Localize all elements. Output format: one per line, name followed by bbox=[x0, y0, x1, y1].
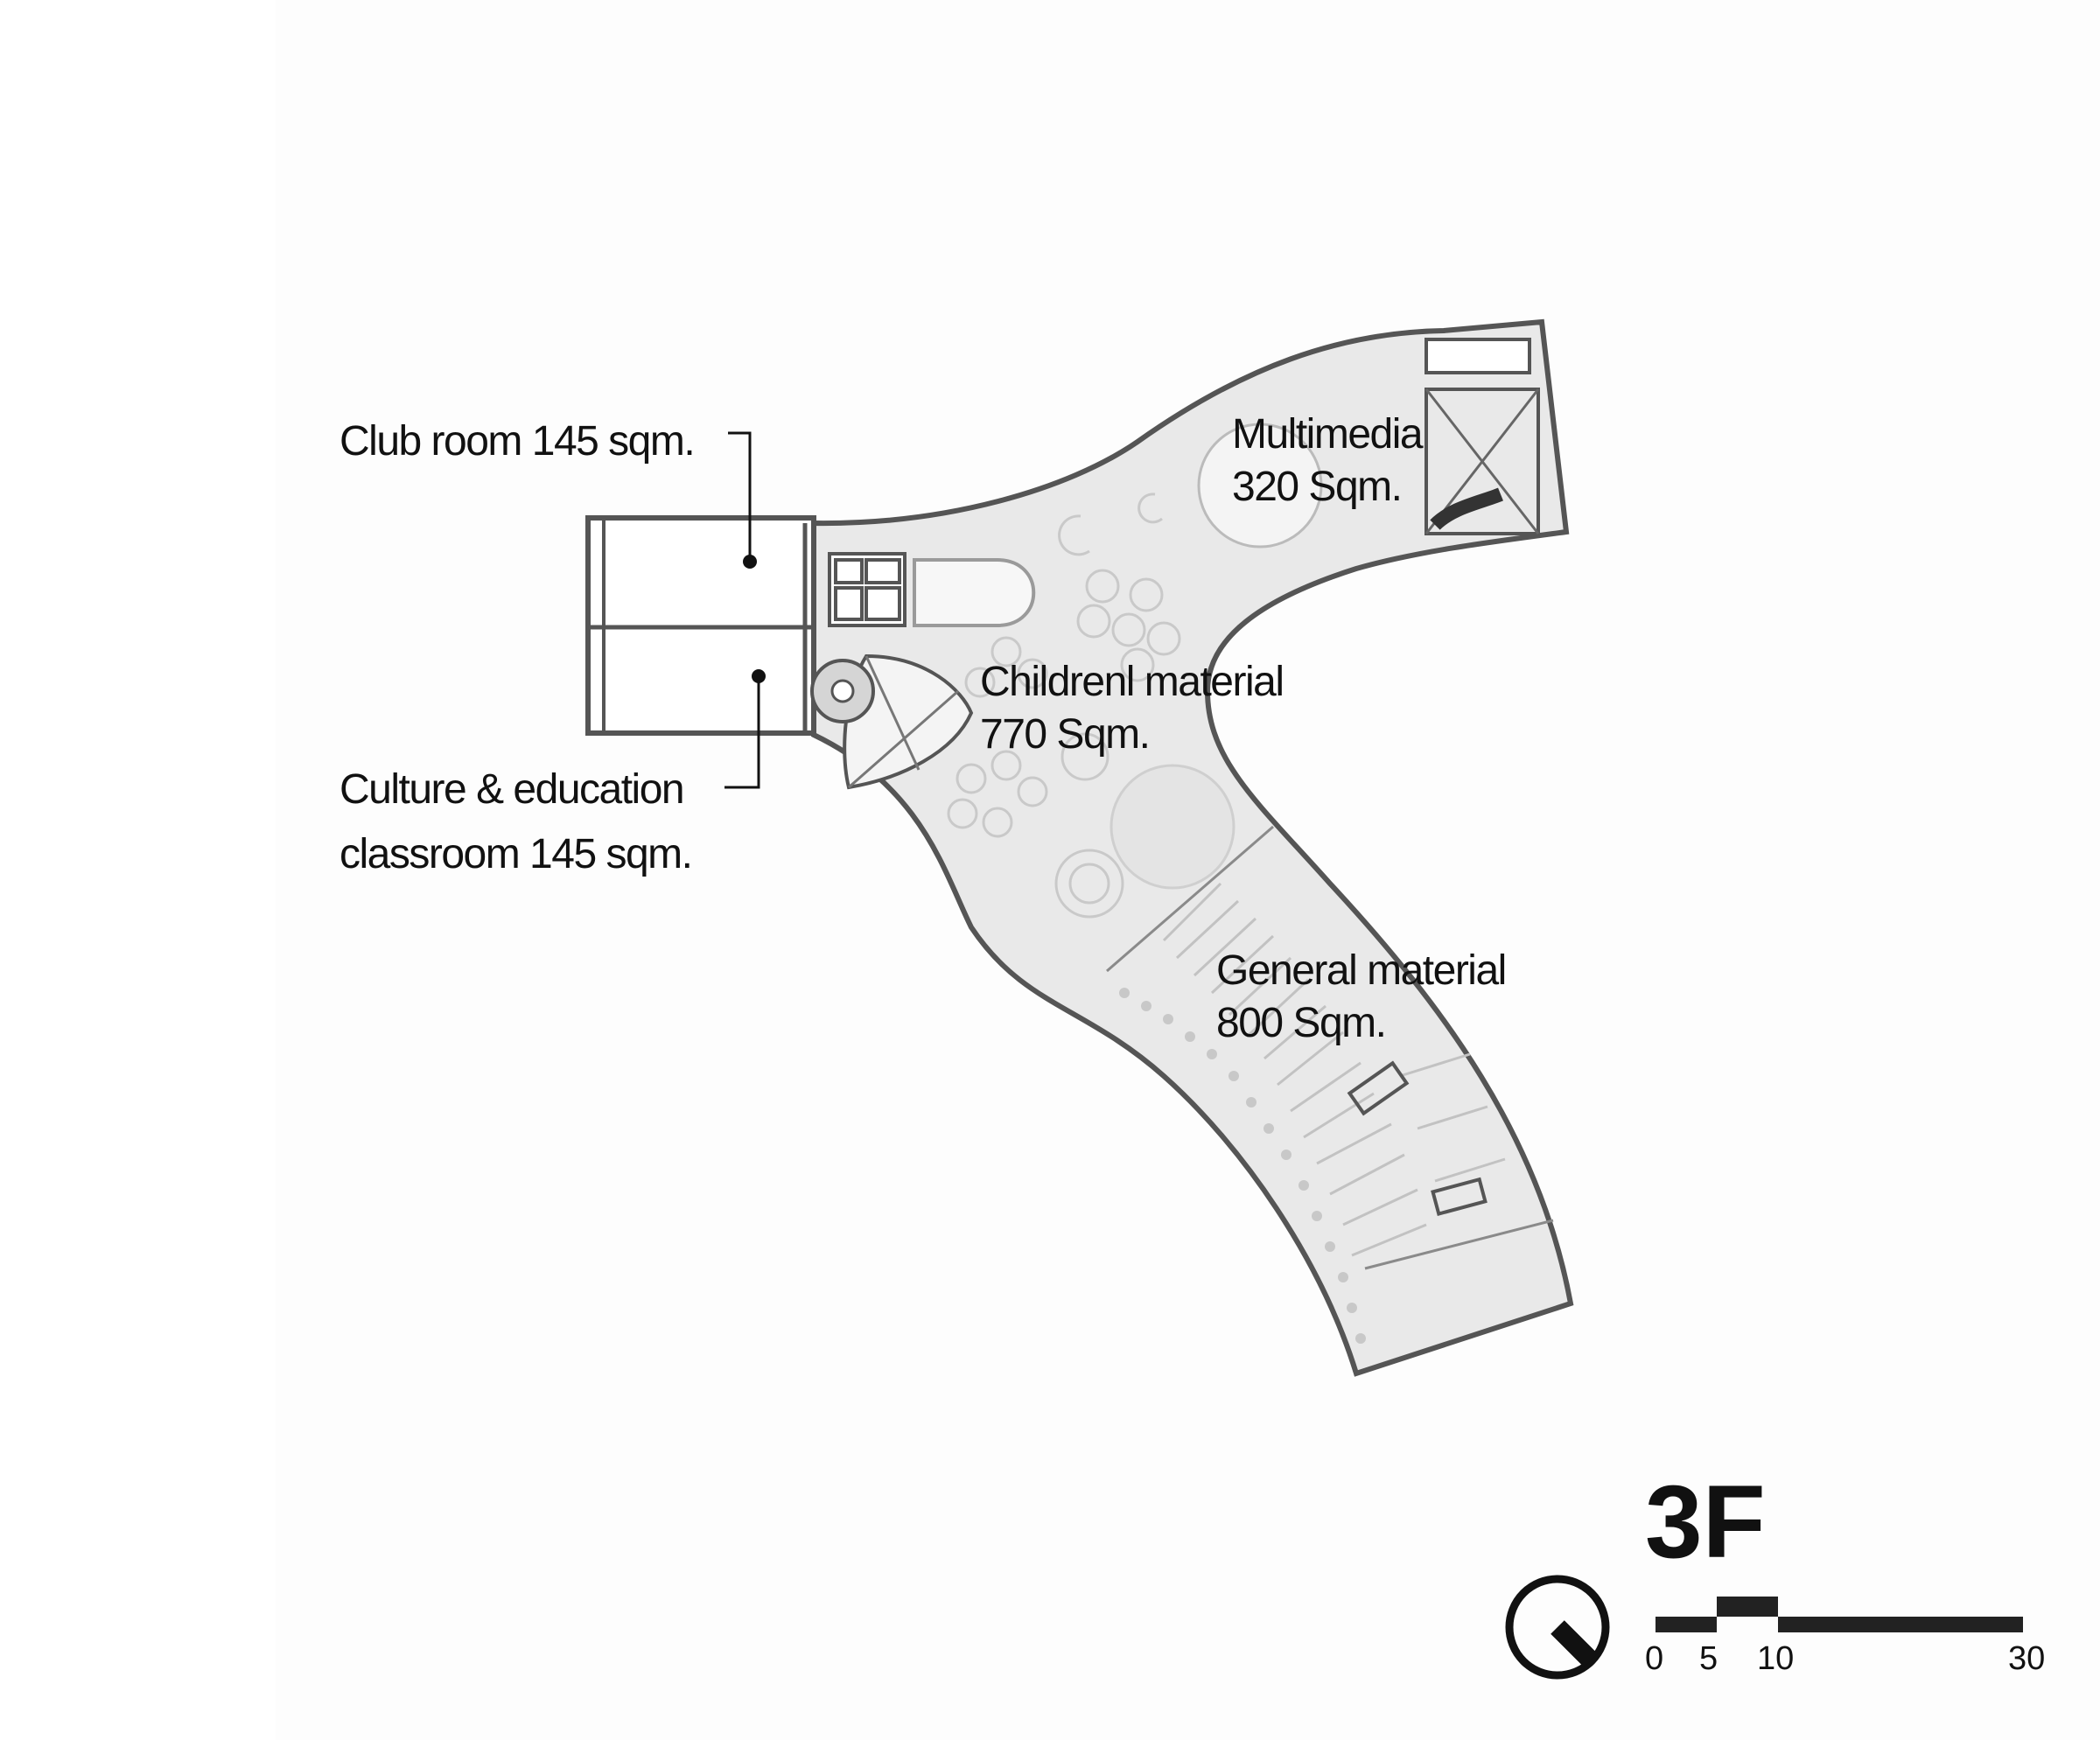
label-children-line1: Childrenl material bbox=[980, 659, 1283, 705]
label-general-line2: 800 Sqm. bbox=[1216, 1000, 1385, 1046]
ne-stair bbox=[1430, 487, 1503, 530]
scale-tick-0: 0 bbox=[1645, 1640, 1663, 1677]
label-multimedia-line1: Multimedia bbox=[1232, 411, 1424, 458]
scale-tick-5: 5 bbox=[1699, 1640, 1718, 1677]
label-culture-line1: Culture & education bbox=[340, 766, 683, 813]
lens-atrium bbox=[843, 653, 974, 790]
edge-seating bbox=[1119, 988, 1366, 1344]
service-core bbox=[828, 552, 906, 627]
label-club-room: Club room 145 sqm. bbox=[340, 418, 694, 465]
club-room-marker bbox=[743, 555, 757, 569]
ne-core bbox=[1424, 338, 1531, 374]
oval-void bbox=[913, 558, 1036, 627]
label-multimedia-line2: 320 Sqm. bbox=[1232, 464, 1401, 510]
children-furniture bbox=[947, 493, 1236, 919]
zone-line-children-general bbox=[1106, 825, 1274, 973]
north-arrow-icon bbox=[1505, 1575, 1610, 1680]
multimedia-round-room bbox=[1197, 423, 1323, 549]
floor-title: 3F bbox=[1645, 1464, 1766, 1580]
bookshelves bbox=[1162, 882, 1506, 1257]
label-culture-line2: classroom 145 sqm. bbox=[340, 831, 692, 877]
label-children-line2: 770 Sqm. bbox=[980, 711, 1149, 758]
ne-void bbox=[1424, 388, 1540, 535]
classroom-marker bbox=[752, 669, 766, 683]
scale-tick-30: 30 bbox=[2008, 1640, 2045, 1677]
reading-tables bbox=[1347, 1060, 1488, 1216]
scale-bar bbox=[1656, 1597, 2023, 1632]
scale-tick-10: 10 bbox=[1757, 1640, 1794, 1677]
leader-lines bbox=[724, 431, 760, 789]
label-general-line1: General material bbox=[1216, 947, 1506, 994]
zone-line-general-end bbox=[1364, 1219, 1554, 1270]
